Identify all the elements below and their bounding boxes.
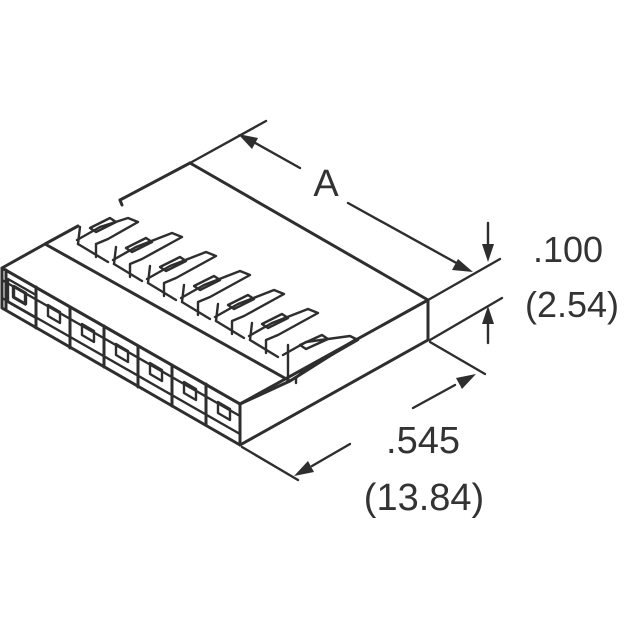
slot-separators [76, 242, 280, 359]
contact-slot [75, 216, 140, 259]
dimension-a-label: A [313, 163, 339, 205]
contact-slot [247, 307, 320, 355]
top-back-notch [118, 198, 124, 207]
right-side-face [238, 298, 430, 447]
extension-line-depth-right [428, 340, 487, 376]
dimension-pitch: .100 (2.54) [428, 221, 619, 345]
top-back-right-edge [188, 161, 430, 302]
contact-slot [281, 333, 360, 385]
contact-slots [75, 216, 360, 385]
arrow-right-icon [452, 259, 473, 272]
connector-housing [0, 161, 430, 447]
dimension-depth: .545 (13.84) [240, 340, 487, 519]
arrow-down-icon [482, 244, 494, 262]
front-face [0, 266, 242, 447]
arrow-left-icon [238, 134, 258, 149]
cavity-bottom-line [0, 296, 242, 436]
dimension-a: A [188, 119, 502, 302]
top-back-edge [118, 161, 192, 202]
dimension-depth-mm: (13.84) [364, 477, 484, 519]
contact-slot [179, 269, 252, 317]
dimension-pitch-mm: (2.54) [525, 284, 619, 325]
dimension-line-a-left [248, 138, 302, 170]
arrow-upright-icon [456, 374, 476, 389]
top-left-rear-edge [43, 224, 80, 246]
dimension-line-a-right [346, 201, 462, 267]
cavity-windows [12, 284, 232, 422]
dimension-depth-inches: .545 [386, 420, 460, 462]
extension-line-a-right [426, 257, 502, 302]
arrow-up-icon [482, 306, 494, 324]
contact-slot [213, 288, 286, 336]
contact-slot [145, 250, 218, 298]
dimension-pitch-inches: .100 [533, 229, 603, 270]
cavity-dividers [4, 268, 208, 427]
extension-line-pitch [428, 296, 504, 342]
arrow-downleft-icon [294, 461, 314, 476]
extension-line-a-left [188, 119, 268, 165]
contact-slot [111, 231, 184, 279]
extension-line-depth-left [240, 445, 300, 482]
